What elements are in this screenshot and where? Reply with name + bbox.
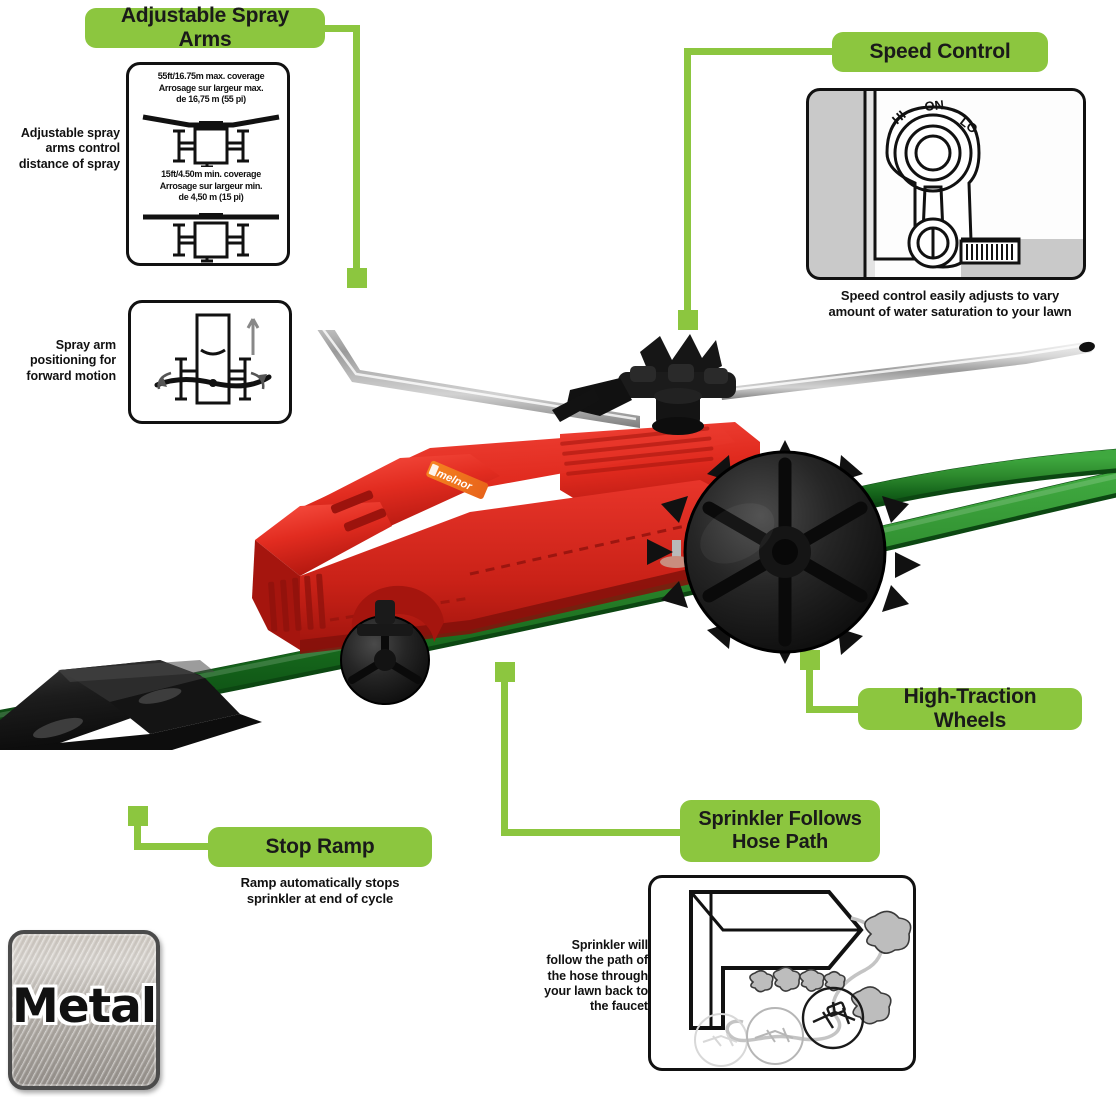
speed-control-panel: HI ON LO — [806, 88, 1086, 280]
connector-node-speed-control — [678, 310, 698, 330]
caption-stop-ramp-line2: sprinkler at end of cycle — [246, 890, 394, 906]
callout-high-traction-wheels-label: High-Traction Wheels — [903, 684, 1037, 732]
coverage-max-sprinkler-icon — [142, 114, 280, 167]
caption-spray-arm-positioning: Spray arm positioning for forward motion — [8, 338, 116, 384]
spray-head — [552, 334, 736, 435]
coverage-diagram-panel: 55ft/16.75m max. coverage Arrosage sur l… — [126, 62, 290, 266]
caption-hose-path-line1: Sprinkler will — [571, 938, 649, 952]
svg-text:ON: ON — [924, 97, 945, 114]
hose-path-diagram-icon — [689, 890, 912, 1067]
sprinkler-body: melnor — [252, 422, 760, 654]
caption-stop-ramp: Ramp automatically stops sprinkler at en… — [208, 875, 432, 907]
spray-arm-right — [720, 341, 1095, 400]
connector-hose-path-horizontal — [501, 829, 691, 836]
coverage-min-en: 15ft/4.50m min. coverage — [161, 169, 261, 179]
coverage-max-fr-line1: Arrosage sur largeur max. — [158, 83, 264, 93]
hose-path-diagram-panel — [648, 875, 916, 1071]
connector-spray-arms-vertical — [353, 25, 360, 280]
caption-spray-arm-positioning-line2: positioning for — [30, 353, 116, 368]
product-illustration: melnor — [0, 330, 1116, 750]
spray-arm-positioning-panel — [128, 300, 292, 424]
high-traction-wheel-rear — [647, 440, 921, 664]
stop-ramp-part — [0, 660, 262, 750]
callout-sprinkler-follows-hose-path[interactable]: Sprinkler Follows Hose Path — [680, 800, 880, 862]
speed-control-dial-illustration: HI ON LO — [863, 91, 1083, 277]
connector-stop-ramp-horizontal — [134, 843, 216, 850]
coverage-max-fr-line2: de 16,75 m (55 pi) — [176, 94, 246, 104]
caption-hose-path-line2: follow the path of — [546, 953, 648, 968]
coverage-min-fr-line1: Arrosage sur largeur min. — [159, 181, 263, 191]
front-wheel — [340, 600, 430, 705]
connector-hose-path-vertical — [501, 672, 508, 835]
connector-speed-control-vertical — [684, 48, 691, 318]
connector-speed-control-horizontal — [684, 48, 851, 55]
callout-hose-path-label-line1: Sprinkler Follows — [698, 808, 862, 830]
coverage-min-sprinkler-icon — [143, 213, 279, 263]
caption-speed-control-line2: amount of water saturation to your lawn — [828, 303, 1072, 319]
callout-adjustable-spray-arms-label: Adjustable Spray Arms — [120, 3, 290, 51]
spray-arm-left — [317, 330, 640, 428]
coverage-max-en: 55ft/16.75m max. coverage — [157, 71, 265, 81]
caption-stop-ramp-line1: Ramp automatically stops — [240, 875, 400, 890]
caption-hose-path: Sprinkler will follow the path of the ho… — [540, 938, 648, 1014]
caption-adjustable-spray-arms: Adjustable spray arms control distance o… — [8, 126, 120, 172]
caption-spray-arm-positioning-line1: Spray arm — [55, 338, 116, 352]
callout-speed-control-label: Speed Control — [869, 39, 1011, 63]
callout-high-traction-wheels[interactable]: High-Traction Wheels — [858, 684, 1082, 732]
metal-badge-label: Metal — [11, 977, 159, 1035]
metal-material-badge: Metal — [8, 930, 160, 1090]
spray-arm-positioning-icon — [154, 313, 272, 405]
connector-wheels-vertical — [806, 660, 813, 713]
callout-stop-ramp-label: Stop Ramp — [265, 834, 375, 858]
coverage-min-fr-line2: de 4,50 m (15 pi) — [178, 192, 244, 202]
metal-badge-text: Metal — [11, 977, 159, 1035]
caption-adjustable-spray-arms-line3: distance of spray — [18, 156, 120, 171]
callout-speed-control[interactable]: Speed Control — [832, 32, 1048, 72]
callout-adjustable-spray-arms[interactable]: Adjustable Spray Arms — [85, 4, 325, 51]
caption-speed-control-line1: Speed control easily adjusts to vary — [840, 288, 1060, 303]
caption-hose-path-line4: your lawn back to — [544, 983, 648, 998]
caption-hose-path-line3: the hose through — [547, 968, 649, 983]
callout-hose-path-label-line2: Hose Path — [731, 831, 828, 853]
caption-speed-control: Speed control easily adjusts to vary amo… — [800, 288, 1100, 320]
connector-spray-arms-horizontal — [322, 25, 360, 32]
caption-hose-path-line5: the faucet — [589, 999, 648, 1013]
connector-node-spray-arms — [347, 268, 367, 288]
caption-spray-arm-positioning-line3: forward motion — [26, 368, 116, 383]
connector-stop-ramp-vertical — [134, 816, 141, 849]
caption-adjustable-spray-arms-line1: Adjustable spray — [20, 126, 120, 140]
connector-wheels-horizontal — [806, 706, 866, 713]
caption-adjustable-spray-arms-line2: arms control — [45, 141, 120, 156]
callout-stop-ramp[interactable]: Stop Ramp — [208, 827, 432, 867]
